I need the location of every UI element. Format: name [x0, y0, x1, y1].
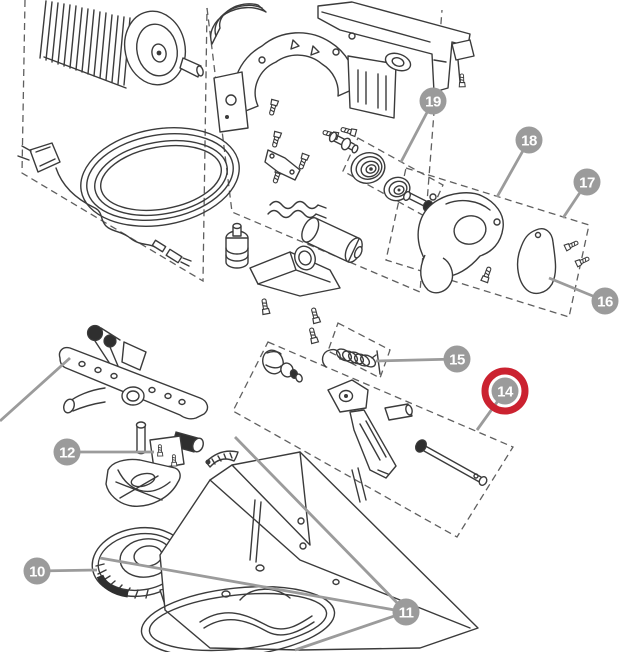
svg-text:10: 10: [29, 564, 45, 581]
part-badge-15: 15: [443, 345, 471, 373]
cover-plate: [516, 228, 591, 295]
motor-group-box: [21, 0, 208, 283]
fork-bracket: [264, 149, 301, 181]
drive-shaft-part: [328, 131, 359, 154]
base-housing: [159, 451, 479, 651]
cover-group-box: [385, 167, 590, 318]
knob-assembly: [262, 349, 303, 383]
shift-lever: [327, 379, 413, 479]
carriage-assembly: [58, 324, 209, 455]
leader-line-11b: [99, 556, 407, 614]
food-tray: [105, 458, 181, 507]
part-badge-19: 19: [419, 87, 447, 115]
part-badge-14-highlighted: 14: [481, 367, 529, 415]
cord-terminals: [151, 239, 192, 267]
svg-text:19: 19: [425, 94, 441, 111]
capacitor: [301, 217, 363, 263]
part-badge-17: 17: [573, 168, 601, 196]
mounting-plate: [149, 435, 185, 470]
motor-bracket: [249, 245, 341, 345]
power-plug: [17, 142, 61, 173]
svg-text:18: 18: [521, 133, 537, 150]
table-bracket: [317, 1, 475, 93]
blade-cover: [417, 192, 504, 294]
tension-spring: [321, 348, 381, 375]
svg-text:16: 16: [597, 294, 613, 311]
svg-text:11: 11: [399, 605, 414, 622]
leader-line-15: [375, 357, 458, 363]
foot-ring: [140, 585, 336, 652]
blade-guard-housing: [213, 32, 397, 133]
leader-lines: [0, 100, 606, 652]
svg-text:12: 12: [59, 445, 75, 462]
spring-group-box: [327, 322, 391, 379]
svg-text:14: 14: [497, 384, 514, 401]
pulley-set: [350, 152, 434, 212]
carriage-horn: [63, 387, 106, 414]
cylinder-part: [225, 222, 249, 269]
part-badge-12: 12: [53, 438, 81, 466]
part-badge-10: 10: [23, 557, 51, 585]
part-badge-11: 11: [392, 598, 420, 626]
rack-segment: [205, 450, 239, 468]
blade-guard-upper: [209, 3, 267, 45]
leader-line-11a: [233, 436, 408, 613]
slide-rod: [414, 439, 488, 486]
wire-springs: [267, 200, 327, 219]
leader-line-11c: [294, 610, 407, 652]
svg-text:17: 17: [579, 175, 595, 192]
part-badge-18: 18: [515, 126, 543, 154]
part-badges: 19 18 17 16 15 14 12 10: [23, 87, 619, 626]
leader-line-offscreen: [0, 356, 71, 423]
svg-text:15: 15: [449, 352, 465, 369]
highlight-ring: [481, 367, 529, 415]
lever-group-box: [232, 341, 514, 538]
power-cord: [17, 127, 240, 267]
motor-assembly: [39, 0, 204, 89]
part-badge-16: 16: [591, 287, 619, 315]
